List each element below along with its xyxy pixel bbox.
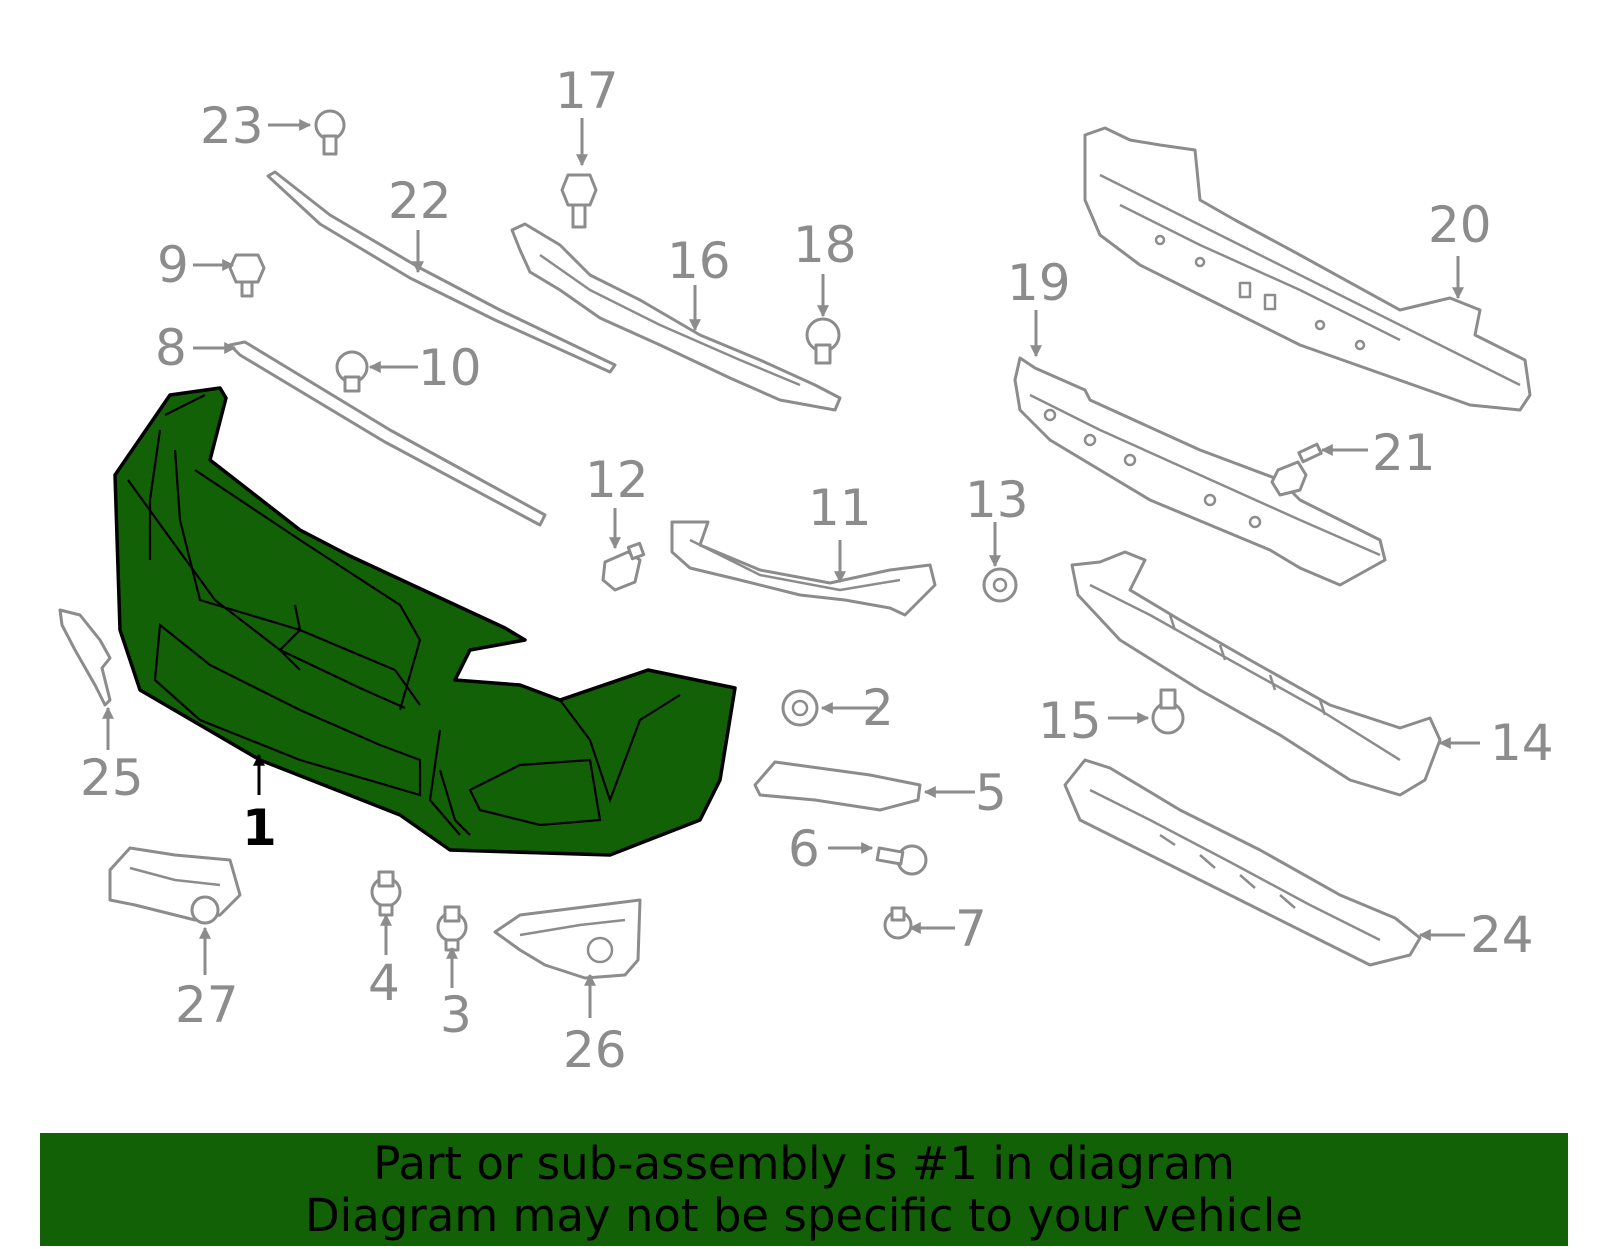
callout-16[interactable]: 16 [667,232,731,290]
part-21-bolt[interactable] [1270,442,1323,497]
callout-25[interactable]: 25 [80,749,144,807]
callout-4[interactable]: 4 [368,954,400,1012]
callout-8[interactable]: 8 [155,319,187,377]
callout-numbers: 1 2 3 4 5 6 7 8 9 10 11 12 13 14 15 16 1… [80,62,1554,1079]
part-8-strip[interactable] [228,340,547,527]
part-16-upper-bracket[interactable] [510,222,842,412]
callout-13[interactable]: 13 [965,471,1029,529]
callout-7[interactable]: 7 [955,900,987,958]
parts-diagram: 1 2 3 4 5 6 7 8 9 10 11 12 13 14 15 16 1… [58,62,1554,1079]
part-9-bolt[interactable] [228,253,266,298]
part-26-fog-bezel[interactable] [493,898,642,980]
banner-line-1: Part or sub-assembly is #1 in diagram [373,1136,1235,1190]
callout-19[interactable]: 19 [1007,254,1071,312]
part-4-clip[interactable] [370,870,402,917]
callout-15[interactable]: 15 [1038,692,1102,750]
part-15-clip[interactable] [1151,688,1185,735]
part-5-bracket[interactable] [753,760,922,812]
part-6-bolt[interactable] [875,844,928,876]
callout-12[interactable]: 12 [585,451,649,509]
part-2-grommet[interactable] [781,689,819,727]
part-18-clip[interactable] [805,317,841,365]
part-13-nut[interactable] [982,567,1018,603]
part-20-reinforcement-beam[interactable] [1083,126,1532,412]
callout-22[interactable]: 22 [388,172,452,230]
callout-23[interactable]: 23 [200,97,264,155]
callout-1[interactable]: 1 [242,799,277,857]
callout-2[interactable]: 2 [862,679,894,737]
banner-line-2: Diagram may not be specific to your vehi… [305,1188,1303,1242]
part-7-clip[interactable] [883,906,913,940]
part-12-bolt[interactable] [601,541,646,592]
part-10-clip[interactable] [335,350,369,393]
callout-5[interactable]: 5 [975,764,1007,822]
callout-14[interactable]: 14 [1490,714,1554,772]
callout-10[interactable]: 10 [418,339,482,397]
callout-17[interactable]: 17 [555,62,619,120]
callout-6[interactable]: 6 [788,820,820,878]
callout-27[interactable]: 27 [175,976,239,1034]
callout-11[interactable]: 11 [808,479,872,537]
callout-20[interactable]: 20 [1428,196,1492,254]
part-11-bracket[interactable] [670,520,937,617]
part-27-sensor[interactable] [108,846,242,925]
part-19-absorber[interactable] [1013,356,1387,587]
part-1-bumper-cover[interactable] [113,386,737,857]
part-25-bracket[interactable] [58,608,112,707]
callout-21[interactable]: 21 [1372,424,1436,482]
part-24-deflector[interactable] [1063,758,1422,967]
callout-18[interactable]: 18 [793,216,857,274]
info-banner: Part or sub-assembly is #1 in diagram Di… [40,1133,1568,1246]
callout-9[interactable]: 9 [157,236,189,294]
callout-26[interactable]: 26 [563,1021,627,1079]
part-14-bracket[interactable] [1070,550,1442,797]
part-17-bolt[interactable] [560,173,598,229]
part-3-clip[interactable] [436,905,468,952]
callout-3[interactable]: 3 [440,986,472,1044]
part-22-strip[interactable] [266,170,617,374]
leader-lines [102,118,1480,1018]
part-23-clip[interactable] [314,109,346,156]
callout-24[interactable]: 24 [1470,906,1534,964]
